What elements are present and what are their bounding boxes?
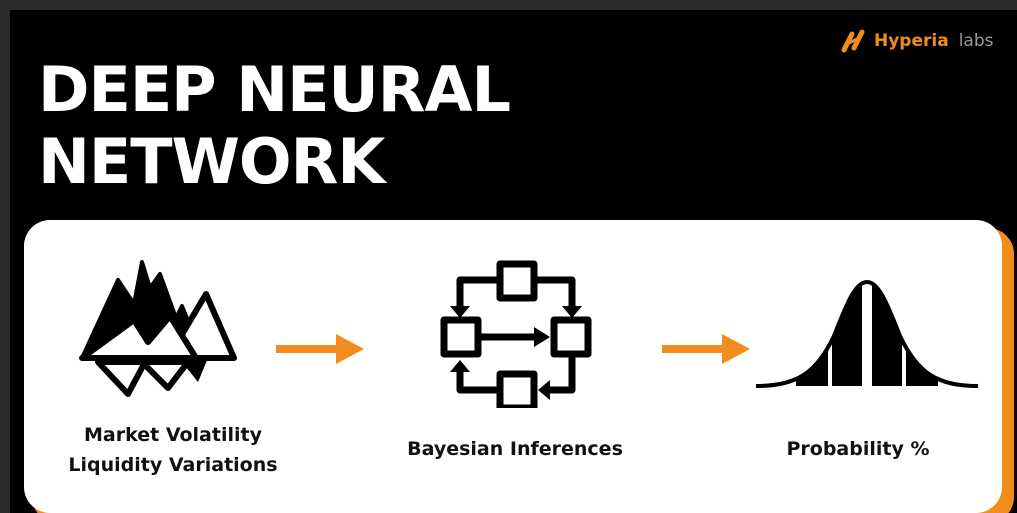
step-label-probability: Probability % [748, 434, 968, 464]
hyperia-logo-icon [841, 29, 865, 53]
brand-logo: Hyperia labs [840, 28, 994, 54]
step-label-line: Probability % [786, 438, 930, 460]
process-flow-icon [440, 260, 592, 408]
title-line-1: DEEP NEURAL [38, 53, 511, 126]
step-label-line: Liquidity Variations [68, 454, 278, 476]
arrow-right-icon [276, 334, 364, 364]
mountains-icon [79, 260, 237, 397]
step-label-line: Bayesian Inferences [407, 438, 623, 460]
step-label-market: Market Volatility Liquidity Variations [38, 420, 308, 480]
brand-suffix: labs [958, 31, 994, 51]
step-label-bayesian: Bayesian Inferences [380, 434, 650, 464]
bell-curve-icon [756, 279, 978, 388]
arrow-right-icon [662, 334, 750, 364]
brand-name: Hyperia [874, 31, 949, 51]
step-label-line: Market Volatility [84, 424, 262, 446]
page-title: DEEP NEURAL NETWORK [38, 53, 511, 198]
slide-canvas: Hyperia labs DEEP NEURAL NETWORK [10, 10, 1017, 513]
title-line-2: NETWORK [38, 125, 385, 198]
